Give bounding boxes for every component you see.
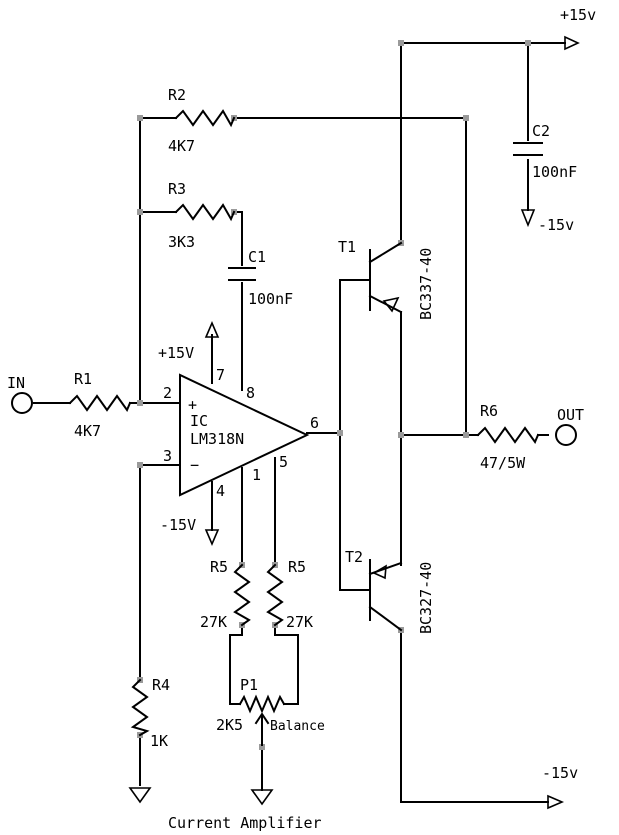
r4-ground-icon	[128, 787, 152, 804]
diagram-title: Current Amplifier	[168, 814, 322, 832]
opamp-minus: −	[190, 456, 199, 474]
pin-7: 7	[216, 366, 225, 384]
wires	[33, 42, 566, 803]
p1-ref: P1	[240, 676, 258, 694]
r2-ref: R2	[168, 86, 186, 104]
r2-resistor	[174, 109, 236, 128]
ic-pos-label: +15V	[158, 344, 194, 362]
opamp-plus: +	[188, 396, 197, 414]
ic-name: IC	[190, 412, 208, 430]
r6-resistor	[476, 426, 540, 445]
c2-neg-label: -15v	[538, 216, 574, 234]
c2-capacitor	[513, 142, 543, 156]
plus15-arrow-icon	[564, 35, 580, 51]
c2-neg-arrow-icon	[520, 209, 536, 228]
r4-resistor	[130, 678, 150, 737]
r3-ref: R3	[168, 180, 186, 198]
pin-3: 3	[163, 447, 172, 465]
r4-ref: R4	[152, 676, 170, 694]
plus15-label: +15v	[560, 6, 596, 24]
c1-capacitor	[228, 267, 256, 281]
c2-ref: C2	[532, 122, 550, 140]
p1-value: 2K5	[216, 716, 243, 734]
t2-part: BC327-40	[417, 562, 435, 634]
t1-transistor	[368, 241, 403, 314]
r5a-ref: R5	[210, 558, 228, 576]
c1-ref: C1	[248, 248, 266, 266]
pin-8: 8	[246, 384, 255, 402]
r5a-resistor	[233, 563, 251, 627]
t1-part: BC337-40	[417, 248, 435, 320]
output-port	[555, 424, 577, 446]
r1-resistor	[68, 394, 132, 413]
t2-transistor	[368, 559, 403, 632]
p1-note: Balance	[270, 719, 325, 734]
output-label: OUT	[557, 406, 584, 424]
r6-ref: R6	[480, 402, 498, 420]
r1-ref: R1	[74, 370, 92, 388]
p1-potentiometer	[238, 694, 286, 746]
r6-value: 47/5W	[480, 454, 526, 472]
ic-neg-label: -15V	[160, 516, 196, 534]
pin-6: 6	[310, 414, 319, 432]
r2-value: 4K7	[168, 137, 195, 155]
minus15-label: -15v	[542, 764, 578, 782]
pin-5: 5	[279, 453, 288, 471]
ic-part: LM318N	[190, 430, 244, 448]
c1-value: 100nF	[248, 290, 293, 308]
r1-value: 4K7	[74, 422, 101, 440]
opamp-body	[179, 373, 310, 497]
r3-value: 3K3	[168, 233, 195, 251]
r5b-value: 27K	[286, 613, 313, 631]
p1-ground-icon	[250, 789, 274, 806]
c2-value: 100nF	[532, 163, 577, 181]
minus15-arrow-icon	[547, 794, 565, 810]
r5b-resistor	[266, 563, 284, 627]
input-port	[11, 392, 33, 414]
input-label: IN	[7, 374, 25, 392]
pin-1: 1	[252, 466, 261, 484]
pin-4: 4	[216, 482, 225, 500]
r5b-ref: R5	[288, 558, 306, 576]
r5a-value: 27K	[200, 613, 227, 631]
r4-value: 1K	[150, 732, 168, 750]
ic-neg-arrow-icon	[204, 529, 220, 547]
junctions	[137, 40, 531, 750]
ic-pos-arrow-icon	[204, 320, 220, 338]
r3-resistor	[174, 203, 236, 222]
t2-ref: T2	[345, 548, 363, 566]
t1-ref: T1	[338, 238, 356, 256]
pin-2: 2	[163, 384, 172, 402]
